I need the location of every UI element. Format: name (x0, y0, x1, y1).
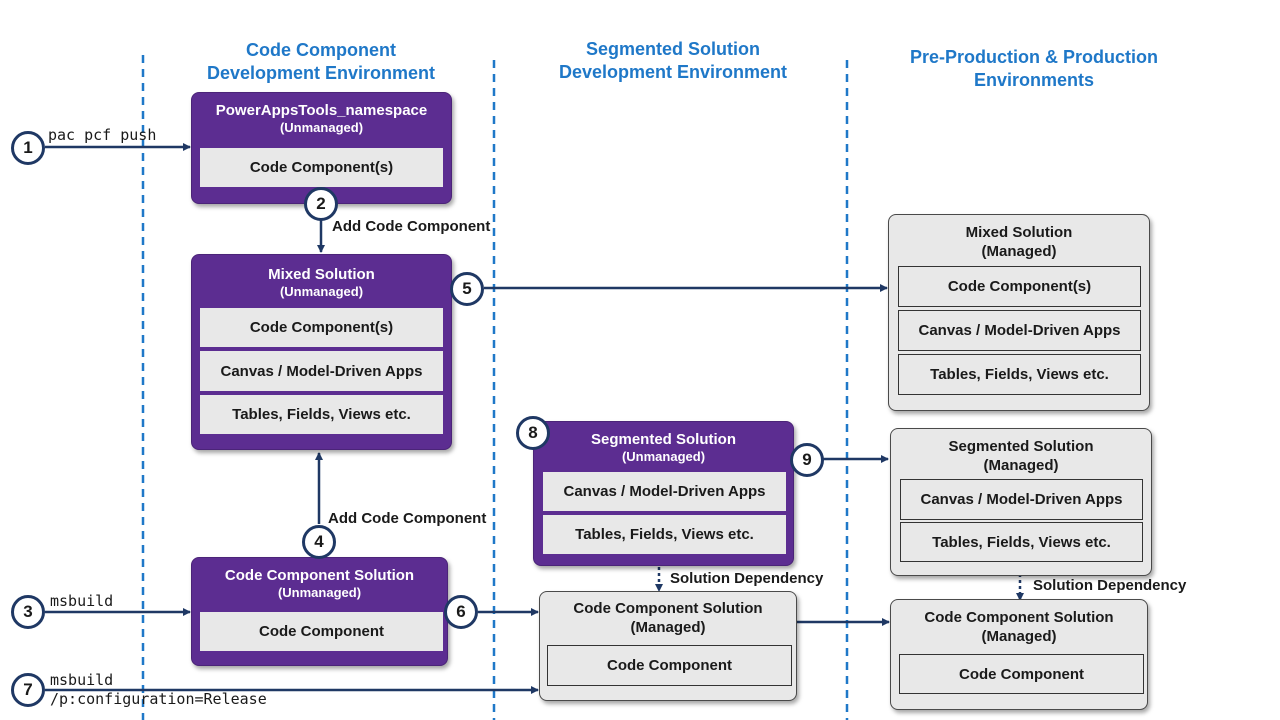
box-title: Segmented Solution(Managed) (948, 438, 1094, 474)
label-solution-dependency-dev: Solution Dependency (670, 570, 824, 587)
segmented-solution-unmanaged-box: Segmented Solution(Unmanaged) Canvas / M… (533, 421, 794, 566)
code-component-solution-managed-dev-box: Code Component Solution(Managed) Code Co… (539, 591, 797, 701)
step-8-badge: 8 (516, 416, 550, 450)
step-4-badge: 4 (302, 525, 336, 559)
step-2-badge: 2 (304, 187, 338, 221)
box-item: Tables, Fields, Views etc. (200, 395, 443, 434)
box-item: Code Component(s) (200, 148, 443, 187)
step-7-badge: 7 (11, 673, 45, 707)
segmented-solution-managed-box: Segmented Solution(Managed) Canvas / Mod… (890, 428, 1152, 576)
step-6-badge: 6 (444, 595, 478, 629)
box-title: Mixed Solution(Unmanaged) (268, 266, 375, 299)
box-item: Tables, Fields, Views etc. (900, 522, 1143, 562)
box-item: Tables, Fields, Views etc. (898, 354, 1141, 395)
label-add-code-component-bottom: Add Code Component (328, 510, 487, 527)
heading-segmented-dev-env: Segmented Solution Development Environme… (558, 39, 788, 82)
mixed-solution-unmanaged-box: Mixed Solution(Unmanaged) Code Component… (191, 254, 452, 450)
command-msbuild: msbuild (50, 592, 114, 610)
box-item: Code Component(s) (898, 266, 1141, 307)
box-title: Segmented Solution(Unmanaged) (590, 431, 736, 464)
box-item: Code Component (547, 645, 792, 686)
code-component-solution-unmanaged-box: Code Component Solution(Unmanaged) Code … (191, 557, 448, 666)
heading-production-envs: Pre-Production & Production Environments (909, 47, 1158, 90)
box-item: Canvas / Model-Driven Apps (543, 472, 786, 511)
box-title: Code Component Solution(Managed) (573, 600, 763, 636)
box-title: PowerAppsTools_namespace(Unmanaged) (215, 102, 428, 135)
command-msbuild-release: msbuild /p:configuration=Release (50, 671, 267, 708)
label-solution-dependency-prod: Solution Dependency (1033, 577, 1187, 594)
mixed-solution-managed-box: Mixed Solution(Managed) Code Component(s… (888, 214, 1150, 411)
heading-code-component-dev-env: Code Component Development Environment (206, 40, 436, 83)
step-9-badge: 9 (790, 443, 824, 477)
step-5-badge: 5 (450, 272, 484, 306)
powerappstools-namespace-box: PowerAppsTools_namespace(Unmanaged) Code… (191, 92, 452, 204)
box-item: Code Component (899, 654, 1144, 694)
code-component-solution-managed-prod-box: Code Component Solution(Managed) Code Co… (890, 599, 1148, 710)
box-item: Canvas / Model-Driven Apps (898, 310, 1141, 351)
box-item: Code Component(s) (200, 308, 443, 347)
box-item: Canvas / Model-Driven Apps (200, 351, 443, 391)
box-item: Code Component (200, 612, 443, 651)
label-add-code-component-top: Add Code Component (332, 218, 491, 235)
command-pac-pcf-push: pac pcf push (48, 126, 157, 144)
box-title: Mixed Solution(Managed) (965, 224, 1073, 260)
step-3-badge: 3 (11, 595, 45, 629)
box-title: Code Component Solution(Managed) (924, 609, 1114, 645)
box-item: Tables, Fields, Views etc. (543, 515, 786, 554)
box-item: Canvas / Model-Driven Apps (900, 479, 1143, 520)
step-1-badge: 1 (11, 131, 45, 165)
box-title: Code Component Solution(Unmanaged) (224, 567, 415, 600)
